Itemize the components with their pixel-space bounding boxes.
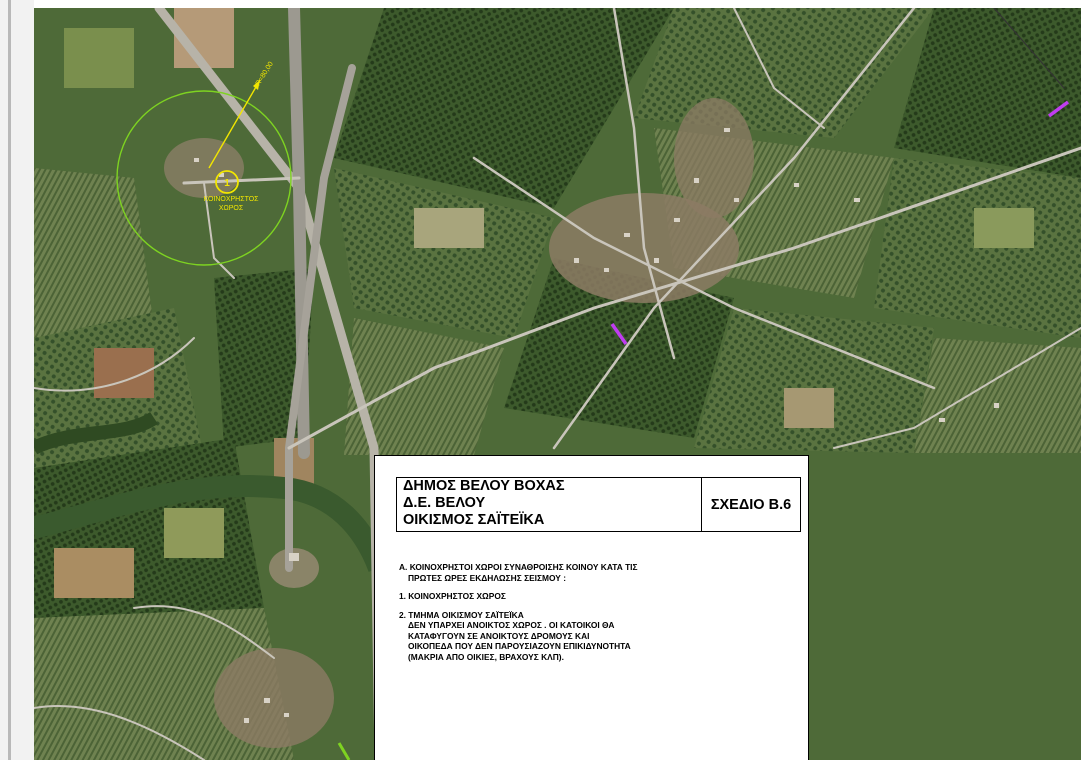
viewer-scrollbar[interactable]	[8, 0, 11, 760]
legend-item-2-line2: ΚΑΤΑΦΥΓΟΥΝ ΣΕ ΑΝΟΙΚΤΟΥΣ ΔΡΟΜΟΥΣ ΚΑΙ	[408, 630, 590, 641]
radius-arrow-icon	[253, 80, 260, 90]
assembly-point-marker-icon[interactable]	[215, 170, 239, 194]
settlement-title: ΟΙΚΙΣΜΟΣ ΣΑΪΤΕΪΚΑ	[403, 512, 545, 528]
municipal-unit-title: Δ.Ε. ΒΕΛΟΥ	[403, 495, 486, 511]
plan-code: ΣΧΕΔΙΟ Β.6	[710, 496, 792, 513]
legend-item-2-line4: (ΜΑΚΡΙΑ ΑΠΟ ΟΙΚΙΕΣ, ΒΡΑΧΟΥΣ ΚΛΠ).	[408, 651, 564, 662]
buffer-circle	[116, 90, 292, 266]
map-canvas[interactable]: 1 ΚΟΙΝΟΧΡΗΣΤΟΣ ΧΩΡΟΣ R=80,00 ΔΗΜΟΣ ΒΕΛΟΥ…	[34, 8, 1081, 760]
highlight-segment-village	[610, 322, 628, 346]
legend-item-1: 1. ΚΟΙΝΟΧΡΗΣΤΟΣ ΧΩΡΟΣ	[399, 591, 506, 601]
highlight-segment-south	[337, 742, 351, 760]
viewer-gutter	[0, 0, 34, 760]
title-box: ΔΗΜΟΣ ΒΕΛΟΥ ΒΟΧΑΣ Δ.Ε. ΒΕΛΟΥ ΟΙΚΙΣΜΟΣ ΣΑ…	[396, 477, 801, 532]
riparian-strip	[34, 475, 390, 573]
legend-item-2-line3: ΟΙΚΟΠΕΔΑ ΠΟΥ ΔΕΝ ΠΑΡΟΥΣΙΑΖΟΥΝ ΕΠΙΚΙΔΥΝΟΤ…	[408, 641, 631, 651]
legend-item-2-title: 2. ΤΜΗΜΑ ΟΙΚΙΣΜΟΥ ΣΑΪΤΕΪΚΑ	[399, 609, 524, 620]
marker-number: 1	[224, 178, 230, 189]
title-block: ΔΗΜΟΣ ΒΕΛΟΥ ΒΟΧΑΣ Δ.Ε. ΒΕΛΟΥ ΟΙΚΙΣΜΟΣ ΣΑ…	[374, 455, 809, 760]
legend: Α. ΚΟΙΝΟΧΡΗΣΤΟΙ ΧΩΡΟΙ ΣΥΝΑΘΡΟΙΣΗΣ ΚΟΙΝΟΥ…	[399, 562, 799, 662]
road-network	[34, 8, 1081, 760]
aerial-map: 1 ΚΟΙΝΟΧΡΗΣΤΟΣ ΧΩΡΟΣ R=80,00	[34, 8, 1081, 760]
marker-label-line1: ΚΟΙΝΟΧΡΗΣΤΟΣ	[204, 196, 260, 203]
field-parcels	[34, 8, 1081, 760]
radius-line	[208, 79, 261, 169]
building-dots	[194, 128, 999, 723]
legend-heading-line2: ΠΡΩΤΕΣ ΩΡΕΣ ΕΚΔΗΛΩΣΗΣ ΣΕΙΣΜΟΥ :	[408, 572, 566, 583]
marker-label-line2: ΧΩΡΟΣ	[219, 205, 244, 212]
legend-heading-line1: Α. ΚΟΙΝΟΧΡΗΣΤΟΙ ΧΩΡΟΙ ΣΥΝΑΘΡΟΙΣΗΣ ΚΟΙΝΟΥ…	[399, 562, 638, 572]
legend-item-2-line1: ΔΕΝ ΥΠΑΡΧΕΙ ΑΝΟΙΚΤΟΣ ΧΩΡΟΣ . ΟΙ ΚΑΤΟΙΚΟΙ…	[408, 620, 615, 630]
highlight-segment-east	[1047, 100, 1070, 118]
municipality-title: ΔΗΜΟΣ ΒΕΛΟΥ ΒΟΧΑΣ	[403, 478, 565, 494]
title-box-left: ΔΗΜΟΣ ΒΕΛΟΥ ΒΟΧΑΣ Δ.Ε. ΒΕΛΟΥ ΟΙΚΙΣΜΟΣ ΣΑ…	[397, 478, 702, 531]
